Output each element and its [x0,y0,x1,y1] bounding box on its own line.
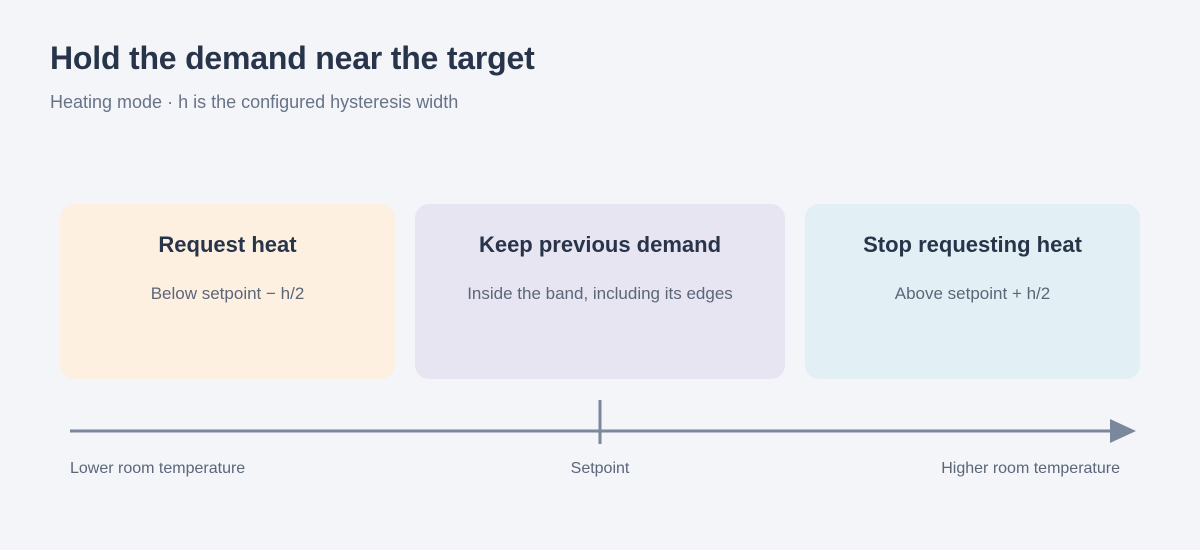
band-request-heat-title: Request heat [158,232,297,257]
band-stop-requesting-heat: Stop requesting heat Above setpoint + h/… [805,204,1140,379]
band-keep-previous-demand-title: Keep previous demand [478,232,722,257]
band-stop-requesting-heat-title: Stop requesting heat [863,232,1082,257]
band-stop-requesting-heat-description: Above setpoint + h/2 [894,284,1051,303]
band-request-heat: Request heat Below setpoint − h/2 [60,204,395,379]
axis-label-lower: Lower room temperature [70,460,246,477]
temperature-axis [70,400,1136,444]
axis-arrowhead [1110,419,1136,443]
page-subtitle: Heating mode · h is the configured hyste… [50,92,459,112]
band-keep-previous-demand: Keep previous demand Inside the band, in… [415,204,785,379]
band-request-heat-description: Below setpoint − h/2 [150,284,305,303]
page-title: Hold the demand near the target [50,40,535,76]
axis-label-higher: Higher room temperature [941,460,1120,477]
band-keep-previous-demand-description: Inside the band, including its edges [467,284,733,303]
axis-label-setpoint: Setpoint [570,460,630,477]
